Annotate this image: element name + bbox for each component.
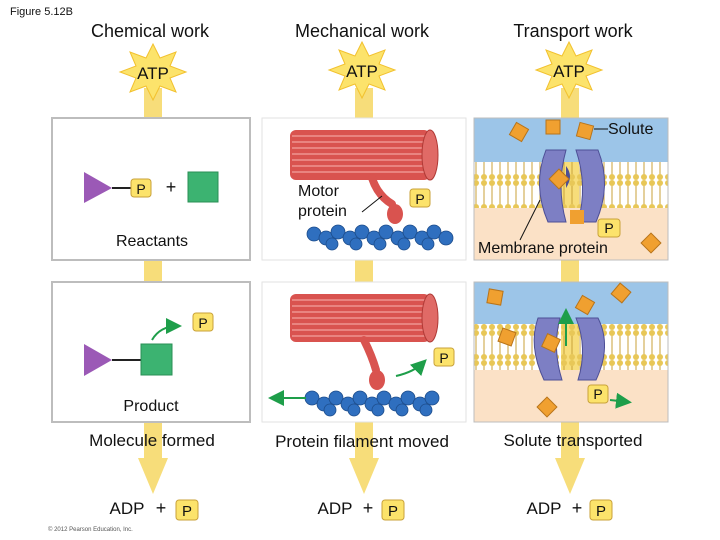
phosphate-label-chemical-out: P bbox=[182, 503, 192, 520]
plus-mechanical: + bbox=[363, 498, 374, 518]
phosphate-badge-motor-released bbox=[433, 347, 455, 367]
reactant-triangle bbox=[84, 172, 112, 203]
phosphate-badge-transport bbox=[570, 210, 584, 224]
membrane-protein-label: Membrane protein bbox=[478, 240, 608, 257]
actin-filament-bottom bbox=[304, 390, 440, 417]
motor-protein-head-top bbox=[387, 204, 403, 224]
muscle-fiber-top bbox=[290, 129, 439, 181]
membrane-protein-top bbox=[538, 149, 606, 223]
adp-label-mechanical: ADP bbox=[318, 499, 353, 518]
motor-protein-head-bottom bbox=[369, 370, 385, 390]
phosphate-badge-transport-released bbox=[587, 384, 609, 404]
product-label: Product bbox=[123, 398, 179, 415]
membrane-protein-pointer bbox=[519, 199, 541, 241]
heading-chemical-work: Chemical work bbox=[91, 21, 210, 41]
heading-mechanical-work: Mechanical work bbox=[295, 21, 430, 41]
reactants-label: Reactants bbox=[116, 233, 188, 250]
flow-arrow-head-mechanical bbox=[349, 458, 379, 494]
motor-protein-pointer bbox=[361, 195, 383, 213]
phosphate-label-product: P bbox=[198, 315, 207, 331]
phosphate-badge-membrane bbox=[597, 218, 621, 238]
atp-label-transport: ATP bbox=[553, 62, 585, 81]
heading-transport-work: Transport work bbox=[513, 21, 633, 41]
phosphate-label-membrane: P bbox=[604, 220, 613, 236]
phosphate-release-arrow-transport bbox=[609, 392, 632, 409]
reactant-square bbox=[187, 171, 219, 203]
atp-burst-mechanical: ATP bbox=[327, 40, 397, 100]
transport-panel-top bbox=[473, 117, 669, 261]
flow-arrow-head-transport bbox=[555, 458, 585, 494]
figure-label: Figure 5.12B bbox=[10, 6, 73, 18]
phosphate-release-arrow-mechanical bbox=[395, 359, 427, 377]
atp-label-mechanical: ATP bbox=[346, 62, 378, 81]
phosphate-label-reactant: P bbox=[136, 181, 145, 197]
phosphate-label-transport-out: P bbox=[596, 503, 606, 520]
phosphate-badge-product bbox=[192, 312, 214, 332]
product-square bbox=[140, 343, 173, 376]
phosphate-label-motor-released: P bbox=[439, 350, 448, 366]
adp-output-transport: ADP + P bbox=[527, 498, 613, 521]
atp-label-chemical: ATP bbox=[137, 64, 169, 83]
product-triangle bbox=[84, 344, 112, 376]
phosphate-label-mechanical-out: P bbox=[388, 503, 398, 520]
adp-label-chemical: ADP bbox=[110, 499, 145, 518]
actin-filament-top bbox=[306, 224, 454, 251]
flow-arrow-head-chemical bbox=[138, 458, 168, 494]
copyright-text: © 2012 Pearson Education, Inc. bbox=[48, 526, 133, 533]
phosphate-label-transport-released: P bbox=[593, 386, 602, 402]
muscle-fiber-bottom bbox=[290, 293, 439, 343]
caption-mechanical: Protein filament moved bbox=[275, 432, 449, 451]
transport-panel-bottom bbox=[473, 281, 669, 423]
caption-chemical: Molecule formed bbox=[89, 431, 215, 450]
phosphate-badge-reactant bbox=[130, 178, 152, 198]
solute-label: Solute bbox=[608, 121, 653, 138]
adp-output-chemical: ADP + P bbox=[110, 498, 199, 521]
caption-transport: Solute transported bbox=[504, 431, 643, 450]
atp-burst-chemical: ATP bbox=[118, 42, 188, 102]
motor-protein-neck-bottom bbox=[360, 336, 380, 374]
atp-burst-transport: ATP bbox=[534, 40, 604, 100]
solute-molecules-bottom bbox=[486, 282, 632, 418]
reactant-plus: + bbox=[166, 177, 177, 197]
motor-protein-label-line2: protein bbox=[298, 203, 347, 220]
plus-chemical: + bbox=[156, 498, 167, 518]
phosphate-badge-motor bbox=[409, 188, 431, 208]
motor-protein-label-line1: Motor bbox=[298, 183, 340, 200]
adp-output-mechanical: ADP + P bbox=[318, 498, 405, 521]
adp-label-transport: ADP bbox=[527, 499, 562, 518]
phosphate-label-motor: P bbox=[415, 191, 424, 207]
phosphate-release-arrow-chemical bbox=[151, 318, 182, 341]
motor-protein-neck-top bbox=[368, 174, 396, 208]
solute-molecules-top bbox=[508, 119, 662, 254]
plus-transport: + bbox=[572, 498, 583, 518]
